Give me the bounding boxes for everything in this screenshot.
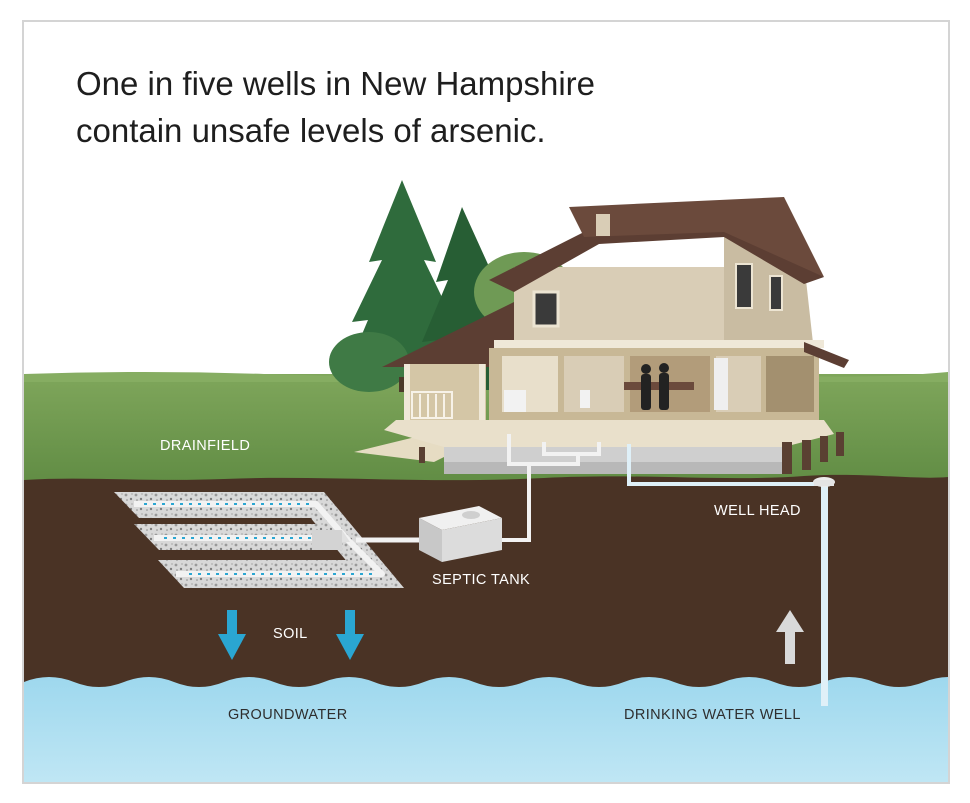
septic-tank [419,506,502,562]
label-drinking-water-well: DRINKING WATER WELL [624,707,801,723]
headline-line-1: One in five wells in New Hampshire [76,65,596,102]
infographic-frame: One in five wells in New Hampshire conta… [22,20,950,784]
drinking-water-well [813,477,835,706]
groundwater-layer [24,677,948,782]
drainfield [114,492,404,588]
label-septic-tank: SEPTIC TANK [432,572,531,588]
label-drainfield: DRAINFIELD [160,438,251,454]
label-soil: SOIL [273,626,308,642]
headline: One in five wells in New Hampshire conta… [76,60,595,154]
label-groundwater: GROUNDWATER [228,707,348,723]
illustration [24,180,948,782]
label-well-head: WELL HEAD [714,503,801,519]
up-arrow-icon [776,610,804,664]
down-arrow-icon [218,610,246,660]
headline-line-2: contain unsafe levels of arsenic. [76,112,546,149]
down-arrow-icon [336,610,364,660]
